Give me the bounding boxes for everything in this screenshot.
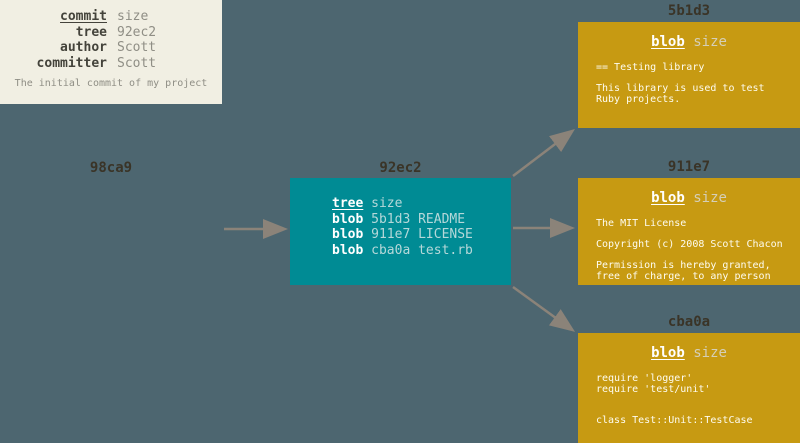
commit-row-value: Scott (117, 55, 157, 71)
tree-row: tree size (332, 196, 511, 212)
tree-row: blob 911e7 LICENSE (332, 227, 511, 243)
commit-row-key: committer (36, 55, 107, 71)
commit-row-value: size (117, 9, 149, 24)
blob-header: blob size (578, 345, 800, 362)
blob-object-box-cba0a: blob size require 'logger' require 'test… (578, 333, 800, 443)
tree-row-value: cba0a test.rb (371, 242, 473, 258)
tree-row-value: 5b1d3 README (371, 211, 466, 227)
tree-row-key: tree (332, 196, 364, 211)
blob-object-box-911e7: blob size The MIT License Copyright (c) … (578, 178, 800, 285)
commit-row-key: commit (60, 9, 107, 24)
blob-header: blob size (578, 34, 800, 51)
tree-row: blob cba0a test.rb (332, 243, 511, 259)
blob-type-label: blob (651, 345, 685, 361)
blob-type-label: blob (651, 34, 685, 50)
tree-row-key: blob (332, 242, 364, 258)
blob-object-box-5b1d3: blob size == Testing library This librar… (578, 22, 800, 128)
tree-row-value: size (371, 196, 403, 211)
commit-hash-label: 98ca9 (89, 160, 133, 176)
tree-hash-label: 92ec2 (379, 160, 422, 176)
blob-size-label: size (693, 345, 727, 361)
commit-row: committer Scott (0, 56, 222, 72)
tree-row-key: blob (332, 227, 364, 242)
blob-hash-label: 911e7 (667, 159, 711, 175)
tree-object-box: tree size blob 5b1d3 README blob 911e7 L… (290, 178, 511, 285)
blob-hash-label: 5b1d3 (667, 3, 711, 19)
blob-content: require 'logger' require 'test/unit' cla… (596, 373, 753, 426)
arrow-tree-to-blob-cba0a (512, 285, 576, 332)
tree-row-key: blob (332, 211, 364, 227)
blob-type-label: blob (651, 190, 685, 206)
blob-hash-label: cba0a (667, 314, 711, 330)
blob-size-label: size (693, 190, 727, 206)
commit-message: The initial commit of my project (14, 78, 208, 89)
commit-row: tree 92ec2 (0, 25, 222, 41)
arrow-tree-to-blob-5b1d3 (512, 128, 575, 177)
commit-row: commit size (0, 9, 222, 25)
blob-header: blob size (578, 190, 800, 207)
commit-row: author Scott (0, 40, 222, 56)
commit-row-key: tree (75, 24, 107, 40)
commit-object-box: commit size tree 92ec2 author Scott comm… (0, 0, 222, 104)
blob-content: == Testing library This library is used … (596, 62, 765, 105)
tree-row: blob 5b1d3 README (332, 212, 511, 228)
commit-row-value: 92ec2 (117, 24, 157, 40)
tree-row-value: 911e7 LICENSE (371, 227, 473, 242)
blob-content: The MIT License Copyright (c) 2008 Scott… (596, 218, 783, 282)
commit-row-value: Scott (117, 40, 157, 55)
commit-row-key: author (60, 40, 107, 55)
blob-size-label: size (693, 34, 727, 50)
